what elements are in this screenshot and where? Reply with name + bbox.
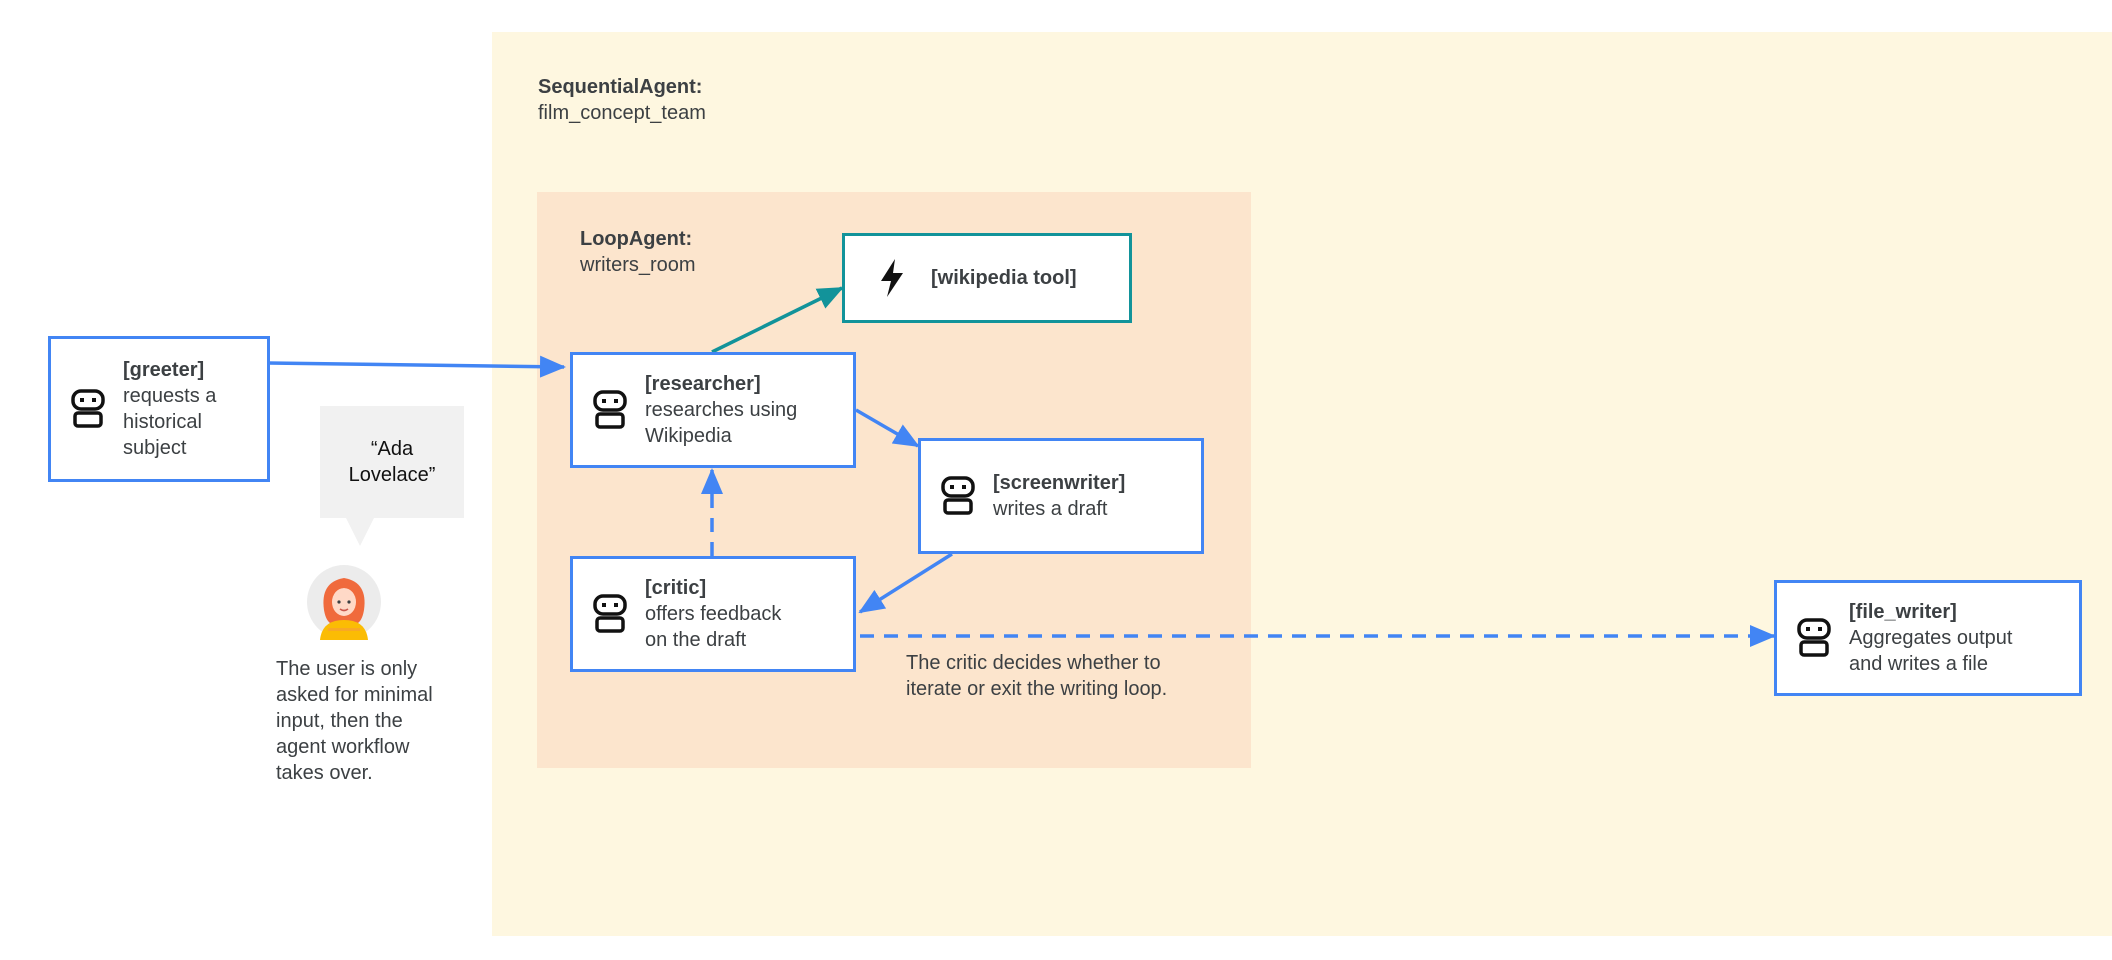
robot-icon: [1797, 618, 1831, 657]
greeter-title: [greeter]: [123, 359, 205, 381]
user-caption: The user is only asked for minimal input…: [276, 658, 433, 784]
researcher-node[interactable]: [researcher] researches using Wikipedia: [570, 352, 856, 468]
sequential-agent-kind: SequentialAgent:: [538, 76, 703, 98]
sequential-agent-label: SequentialAgent: film_concept_team: [538, 74, 706, 126]
arrow-researcher-to-screenwriter: [855, 408, 920, 448]
user-avatar: [307, 565, 381, 640]
researcher-title: [researcher]: [645, 373, 761, 395]
file-writer-node[interactable]: [file_writer] Aggregates output and writ…: [1774, 580, 2082, 696]
critic-description: offers feedback on the draft: [645, 603, 782, 651]
critic-node[interactable]: [critic] offers feedback on the draft: [570, 556, 856, 672]
arrow-greeter-to-researcher: [267, 355, 566, 378]
researcher-description: researches using Wikipedia: [645, 399, 798, 447]
file-writer-description: Aggregates output and writes a file: [1849, 627, 2013, 675]
greeter-node[interactable]: [greeter] requests a historical subject: [48, 336, 270, 482]
critic-title: [critic]: [645, 577, 707, 599]
lightning-icon: [881, 259, 903, 297]
loop-agent-label: LoopAgent: writers_room: [580, 226, 696, 278]
screenwriter-description: writes a draft: [993, 498, 1108, 520]
arrow-screenwriter-to-critic: [858, 552, 953, 614]
screenwriter-title: [screenwriter]: [993, 472, 1126, 494]
critic-caption: The critic decides whether to iterate or…: [906, 652, 1168, 700]
robot-icon: [593, 390, 627, 429]
robot-icon: [593, 594, 627, 633]
wikipedia-tool-title: [wikipedia tool]: [931, 267, 1077, 289]
arrow-researcher-to-wikipedia-tool: [711, 286, 844, 354]
greeter-description: requests a historical subject: [123, 385, 217, 459]
sequential-agent-name: film_concept_team: [538, 102, 706, 124]
wikipedia-tool-node[interactable]: [wikipedia tool]: [842, 233, 1132, 323]
user-input-bubble: “Ada Lovelace”: [320, 406, 464, 518]
robot-icon: [71, 389, 105, 428]
loop-agent-name: writers_room: [580, 254, 696, 276]
loop-agent-kind: LoopAgent:: [580, 228, 693, 250]
user-input-bubble-tail: [346, 518, 374, 546]
screenwriter-node[interactable]: [screenwriter] writes a draft: [918, 438, 1204, 554]
robot-icon: [941, 476, 975, 515]
file-writer-title: [file_writer]: [1849, 601, 1957, 623]
